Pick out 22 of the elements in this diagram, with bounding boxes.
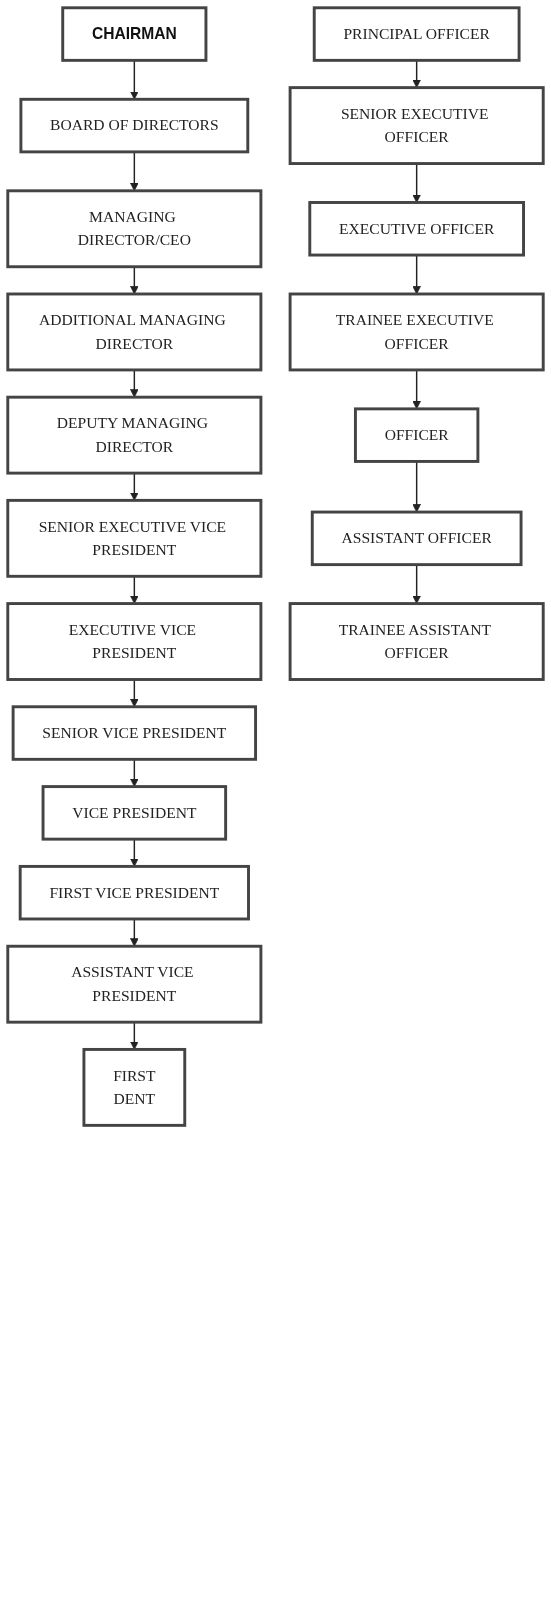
node-box: ASSISTANT OFFICER bbox=[310, 510, 523, 567]
node-box: PRINCIPAL OFFICER bbox=[312, 6, 521, 62]
node-box: FIRST DENT bbox=[82, 1047, 187, 1127]
node-box: ASSISTANT VICE PRESIDENT bbox=[6, 944, 263, 1024]
node-box: ADDITIONAL MANAGING DIRECTOR bbox=[6, 292, 263, 372]
node-box: MANAGING DIRECTOR/CEO bbox=[6, 189, 263, 269]
node-box: TRAINEE ASSISTANT OFFICER bbox=[288, 602, 545, 681]
node-box: BOARD OF DIRECTORS bbox=[19, 97, 250, 154]
node-box: DEPUTY MANAGING DIRECTOR bbox=[6, 395, 263, 475]
node-box: EXECUTIVE VICE PRESIDENT bbox=[6, 602, 263, 681]
node-box: TRAINEE EXECUTIVE OFFICER bbox=[288, 292, 545, 372]
node-box: CHAIRMAN bbox=[61, 6, 208, 62]
node-box: OFFICER bbox=[353, 407, 480, 463]
node-box: SENIOR EXECUTIVE VICE PRESIDENT bbox=[6, 498, 263, 578]
arrow bbox=[130, 369, 139, 398]
node-box: EXECUTIVE OFFICER bbox=[308, 201, 525, 257]
node-box: FIRST VICE PRESIDENT bbox=[18, 864, 250, 921]
node-box: SENIOR EXECUTIVE OFFICER bbox=[288, 86, 545, 165]
node-box: SENIOR VICE PRESIDENT bbox=[11, 705, 258, 761]
arrow bbox=[130, 918, 139, 947]
arrow bbox=[130, 266, 139, 295]
node-box: VICE PRESIDENT bbox=[41, 785, 228, 841]
